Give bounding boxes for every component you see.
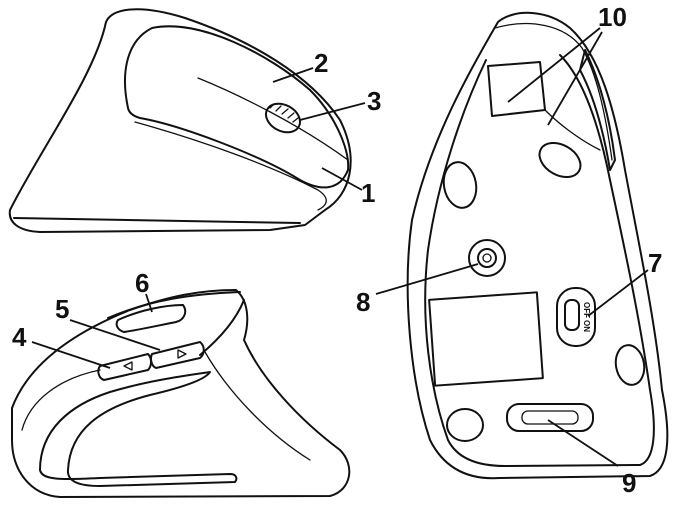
bottom-rear-ridge bbox=[544, 109, 601, 151]
callout-8: 8 bbox=[356, 287, 370, 317]
power-switch[interactable] bbox=[564, 299, 580, 331]
switch-label-on: ON bbox=[582, 320, 591, 332]
leader-line-5 bbox=[69, 319, 161, 351]
front-side-contour bbox=[204, 351, 311, 461]
usb-receiver-slot bbox=[487, 61, 546, 117]
bottom-rim-top bbox=[494, 22, 613, 161]
bottom-inner-outline bbox=[424, 54, 655, 467]
back-button[interactable] bbox=[97, 353, 152, 381]
callout-2: 2 bbox=[314, 48, 328, 78]
front-top-ridge bbox=[107, 291, 241, 319]
side-base-plate bbox=[13, 217, 301, 224]
glide-pad-bottom-left bbox=[446, 408, 484, 442]
callout-9: 9 bbox=[622, 468, 636, 498]
leader-line-3 bbox=[299, 102, 366, 121]
scroll-wheel-icon bbox=[264, 102, 302, 134]
leader-line-2 bbox=[272, 67, 314, 83]
glide-pad-bottom-right bbox=[614, 344, 646, 386]
bottom-label-plate bbox=[428, 291, 544, 387]
leader-line-4 bbox=[31, 341, 111, 369]
side-button-split-line bbox=[197, 77, 349, 161]
front-back-contour bbox=[199, 299, 245, 356]
bottom-side-wall bbox=[579, 49, 616, 171]
side-body-outline bbox=[8, 8, 352, 233]
forward-button[interactable] bbox=[150, 341, 205, 369]
triangle-left-icon bbox=[123, 361, 133, 371]
leader-line-1 bbox=[321, 167, 363, 191]
mouse-front-view bbox=[11, 289, 351, 498]
mouse-bottom-view: OFF ON bbox=[406, 11, 669, 480]
mouse-side-view bbox=[8, 8, 352, 233]
bottom-outer-outline bbox=[406, 11, 669, 480]
power-switch-housing bbox=[556, 287, 596, 347]
front-thumb-rest bbox=[39, 371, 238, 487]
callout-4: 4 bbox=[12, 322, 27, 352]
callout-5: 5 bbox=[55, 294, 69, 324]
optical-sensor-core bbox=[482, 253, 492, 263]
leader-line-6 bbox=[145, 293, 153, 313]
callout-10: 10 bbox=[598, 2, 627, 32]
leader-line-7 bbox=[587, 269, 649, 317]
callout-6: 6 bbox=[135, 268, 149, 298]
side-lower-contour bbox=[134, 121, 327, 211]
dpi-button bbox=[115, 304, 187, 333]
leader-line-10a bbox=[507, 27, 601, 103]
callout-1: 1 bbox=[361, 178, 375, 208]
triangle-right-icon bbox=[177, 349, 187, 359]
battery-cover-latch bbox=[521, 410, 579, 425]
optical-sensor bbox=[468, 239, 506, 277]
front-inner-groove bbox=[21, 369, 101, 431]
optical-sensor-lens bbox=[477, 248, 497, 268]
battery-cover[interactable] bbox=[506, 403, 594, 432]
switch-label-off: OFF bbox=[582, 302, 591, 318]
scroll-wheel-ridges bbox=[269, 103, 299, 123]
leader-line-10b bbox=[547, 31, 603, 126]
callout-7: 7 bbox=[648, 248, 662, 278]
glide-pad-top-left bbox=[442, 161, 478, 209]
callout-3: 3 bbox=[367, 86, 381, 116]
side-thumb-panel bbox=[124, 25, 350, 189]
leader-line-8 bbox=[375, 263, 479, 295]
leader-line-9 bbox=[547, 419, 619, 467]
glide-pad-top-right bbox=[538, 141, 582, 179]
